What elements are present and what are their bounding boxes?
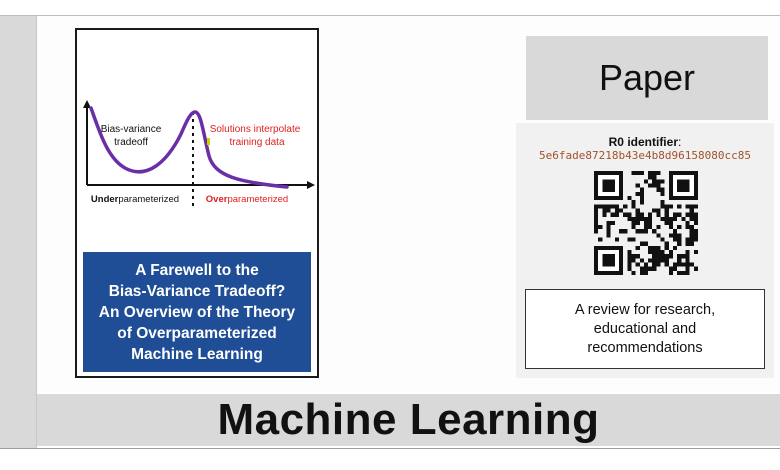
risk-curve [89, 106, 289, 189]
identifier-label-text: R0 identifier [608, 135, 678, 149]
paper-title-box: A Farewell to the Bias-Variance Tradeoff… [83, 252, 311, 372]
y-axis-arrow [83, 100, 91, 108]
identifier-label: R0 identifier: [608, 135, 682, 149]
top-divider [0, 15, 780, 16]
over-prefix: Over [206, 194, 228, 205]
paper-thumbnail[interactable]: Bias-variance tradeoff Solutions interpo… [75, 28, 319, 378]
review-text: A review for research, educational and r… [574, 301, 716, 356]
over-suffix: parameterized [227, 194, 288, 205]
left-label-line1: Bias-variance [101, 124, 162, 135]
right-label-line1: Solutions interpolate [210, 124, 301, 135]
over-label: Overparameterized [206, 194, 288, 205]
paper-title: A Farewell to the Bias-Variance Tradeoff… [98, 261, 296, 363]
qr-code-icon[interactable] [594, 171, 698, 275]
left-margin-strip [0, 16, 37, 448]
identifier-value[interactable]: 5e6fade87218b43e4b8d96158080cc85 [539, 149, 751, 162]
under-prefix: Under [91, 194, 119, 205]
identifier-panel: R0 identifier: 5e6fade87218b43e4b8d96158… [516, 123, 774, 378]
right-label-line2: training data [229, 137, 284, 148]
x-axis-arrow [307, 181, 315, 189]
topic-label: Machine Learning [217, 395, 600, 444]
bottom-divider [0, 448, 780, 449]
bias-variance-figure: Bias-variance tradeoff Solutions interpo… [83, 100, 315, 208]
review-box: A review for research, educational and r… [525, 289, 765, 369]
under-label: Underparameterized [91, 194, 179, 205]
marker-swatch [207, 138, 210, 145]
left-label-line2: tradeoff [114, 137, 148, 148]
under-suffix: parameterized [118, 194, 179, 205]
topic-banner: Machine Learning [37, 394, 780, 446]
content-type-box: Paper [526, 36, 768, 120]
content-type-label: Paper [598, 57, 696, 98]
